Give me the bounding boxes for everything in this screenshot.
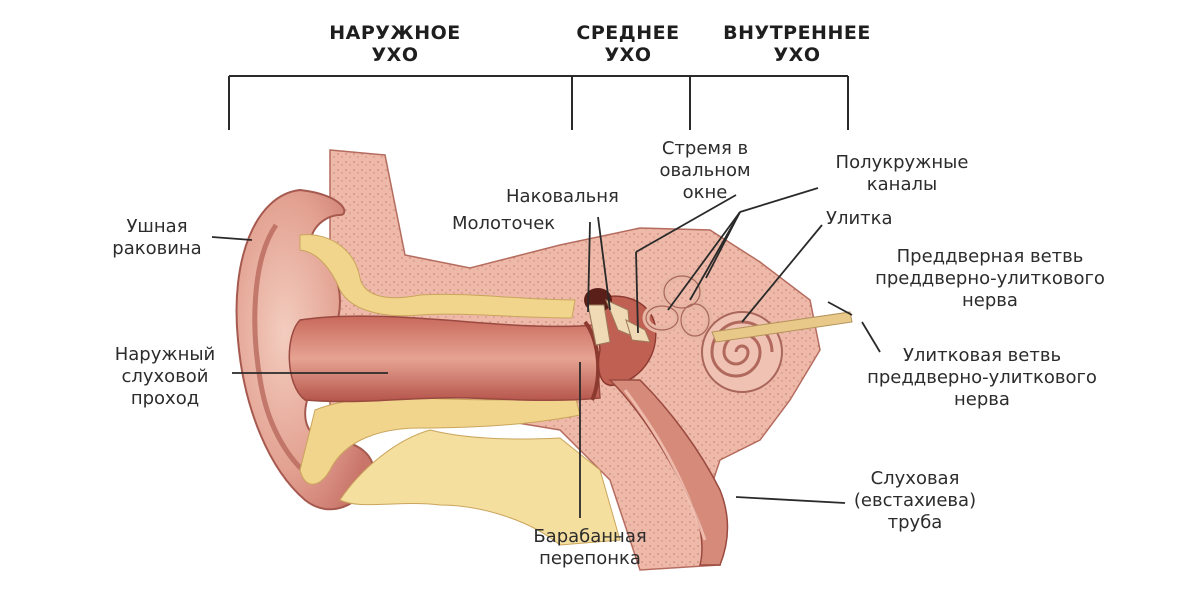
cartilage-upper xyxy=(299,234,576,319)
ossicles xyxy=(584,288,651,346)
ear-canal-shape xyxy=(288,315,601,403)
label-cochlea: Улитка xyxy=(826,208,893,230)
label-cochlear-branch: Улитковая ветвь преддверно-улиткового не… xyxy=(832,345,1132,411)
label-stapes-line2: овальном xyxy=(659,160,751,181)
auricle-fold xyxy=(252,223,314,481)
section-brackets xyxy=(228,75,849,130)
label-cochlear-line3: нерва xyxy=(954,389,1010,410)
label-cochlea-text: Улитка xyxy=(826,208,893,229)
label-eustachian-tube: Слуховая (евстахиева) труба xyxy=(820,468,1010,534)
leader-lines xyxy=(211,187,881,518)
heading-inner-line2: УХО xyxy=(773,44,821,66)
label-cochlear-line1: Улитковая ветвь xyxy=(902,345,1062,366)
label-ear-canal-line2: слуховой xyxy=(121,366,209,387)
label-eardrum-line1: Барабанная xyxy=(533,526,647,547)
label-auricle-line1: Ушная xyxy=(126,216,188,237)
heading-middle-ear: СРЕДНЕЕ УХО xyxy=(548,22,708,66)
label-eustachian-line3: труба xyxy=(887,512,943,533)
label-eustachian-line2: (евстахиева) xyxy=(853,490,977,511)
label-malleus-text: Молоточек xyxy=(452,213,556,234)
label-incus: Наковальня xyxy=(506,186,619,208)
heading-outer-line2: УХО xyxy=(371,44,419,66)
label-semicircular-line1: Полукружные xyxy=(835,152,969,173)
label-auricle: Ушная раковина xyxy=(82,216,232,260)
label-incus-text: Наковальня xyxy=(506,186,619,207)
label-semicircular-canals: Полукружные каналы xyxy=(812,152,992,196)
label-vestibular-line3: нерва xyxy=(962,290,1018,311)
label-stapes-line3: окне xyxy=(682,182,728,203)
label-stapes-line1: Стремя в xyxy=(661,138,749,159)
label-ear-canal-line3: проход xyxy=(130,388,200,409)
heading-inner-ear: ВНУТРЕННЕЕ УХО xyxy=(692,22,902,66)
label-malleus: Молоточек xyxy=(452,213,555,235)
label-vestibular-branch: Преддверная ветвь преддверно-улиткового … xyxy=(840,246,1140,312)
heading-outer-ear: НАРУЖНОЕ УХО xyxy=(300,22,490,66)
heading-middle-line2: УХО xyxy=(604,44,652,66)
bone-lower-yellow xyxy=(339,429,621,546)
label-eustachian-line1: Слуховая xyxy=(870,468,960,489)
label-ear-canal-line1: Наружный xyxy=(114,344,216,365)
nerve-shape xyxy=(711,311,853,343)
label-semicircular-line2: каналы xyxy=(866,174,938,195)
label-vestibular-line1: Преддверная ветвь xyxy=(896,246,1084,267)
label-cochlear-line2: преддверно-улиткового xyxy=(867,367,1097,388)
heading-middle-line1: СРЕДНЕЕ xyxy=(576,22,680,44)
label-auricle-line2: раковина xyxy=(112,238,202,259)
heading-outer-line1: НАРУЖНОЕ xyxy=(329,22,461,44)
label-ear-canal: Наружный слуховой проход xyxy=(90,344,240,410)
label-eardrum-line2: перепонка xyxy=(539,548,641,569)
label-stapes: Стремя в овальном окне xyxy=(630,138,780,204)
label-vestibular-line2: преддверно-улиткового xyxy=(875,268,1105,289)
heading-inner-line1: ВНУТРЕННЕЕ xyxy=(723,22,871,44)
label-eardrum: Барабанная перепонка xyxy=(500,526,680,570)
middle-ear-cavity xyxy=(594,295,657,386)
